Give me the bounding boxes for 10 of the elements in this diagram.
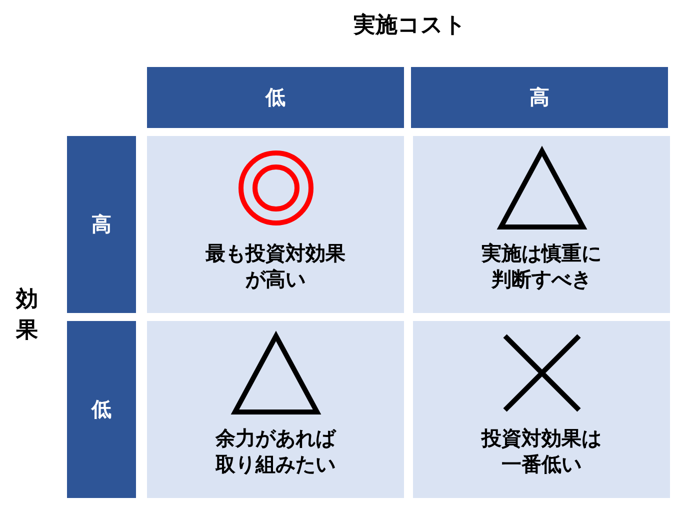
axis-title: 実施コスト: [352, 12, 468, 40]
header-cell: 高: [411, 67, 668, 128]
cell-text: 最も投資対効果が高い: [204, 240, 346, 292]
cell-text: 投資対効果は一番低い: [480, 425, 602, 477]
cell-text: 実施は慎重に判断すべき: [480, 240, 602, 292]
axis-title: 効果: [14, 286, 40, 345]
header-cell: 低: [67, 321, 136, 498]
header-cell: 低: [147, 67, 404, 128]
cell-text: 余力があれば取り組みたい: [214, 425, 338, 477]
header-cell: 高: [67, 136, 136, 313]
